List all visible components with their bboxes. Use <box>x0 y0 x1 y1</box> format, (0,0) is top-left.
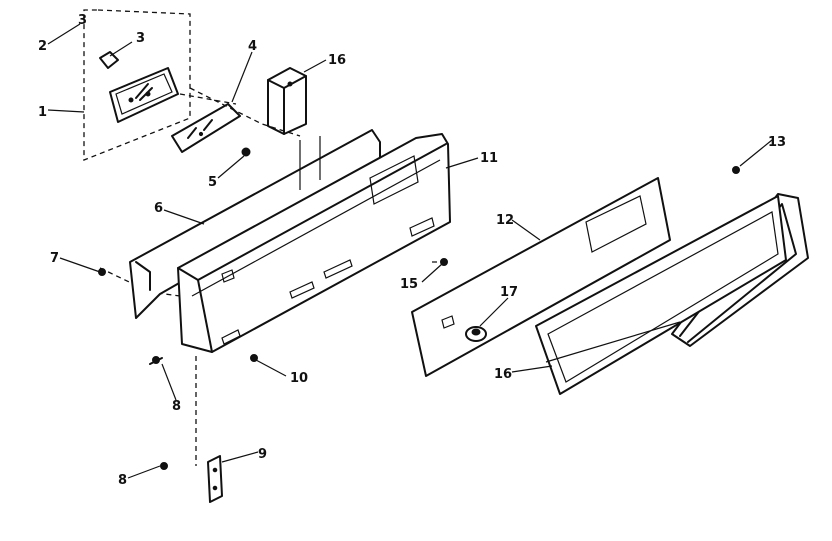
label-part-7: 7 <box>50 251 59 266</box>
label-part-16-top: 16 <box>328 53 346 68</box>
part-5-screw <box>241 147 251 157</box>
part-9-bracket <box>207 455 223 503</box>
label-part-2: 2 <box>38 39 47 54</box>
part-17-knob <box>465 326 487 342</box>
label-part-8-top: 8 <box>172 399 181 414</box>
part-10-screw <box>250 354 258 362</box>
part-3-switch-knob <box>99 51 119 69</box>
part-13-screw <box>732 166 740 174</box>
label-part-8-bottom: 8 <box>118 473 127 488</box>
part-16-box-component <box>267 67 307 135</box>
part-8-screw-bottom <box>160 462 168 470</box>
label-part-3: 3 <box>136 31 145 46</box>
part-4-small-panel <box>171 103 241 153</box>
label-part-5: 5 <box>208 175 217 190</box>
label-part-4: 4 <box>248 39 257 54</box>
label-part-9: 9 <box>258 447 267 462</box>
part-8-screw-top <box>149 356 163 365</box>
label-part-3-top: 3 <box>78 13 87 28</box>
label-part-15: 15 <box>400 277 418 292</box>
part-15-screw <box>440 258 448 266</box>
label-part-16-bottom: 16 <box>494 367 512 382</box>
part-11-backguard <box>177 133 451 353</box>
label-part-1: 1 <box>38 105 47 120</box>
label-part-6: 6 <box>154 201 163 216</box>
label-part-13: 13 <box>768 135 786 150</box>
part-1-switch-assembly <box>83 9 191 161</box>
part-16-glass-panel <box>535 195 787 395</box>
label-part-10: 10 <box>290 371 308 386</box>
label-part-11: 11 <box>480 151 498 166</box>
label-part-17: 17 <box>500 285 518 300</box>
part-labels: 2 3 3 1 4 16 5 6 11 12 13 7 15 17 16 10 … <box>38 13 786 488</box>
leader-lines <box>47 23 773 479</box>
label-part-12: 12 <box>496 213 514 228</box>
